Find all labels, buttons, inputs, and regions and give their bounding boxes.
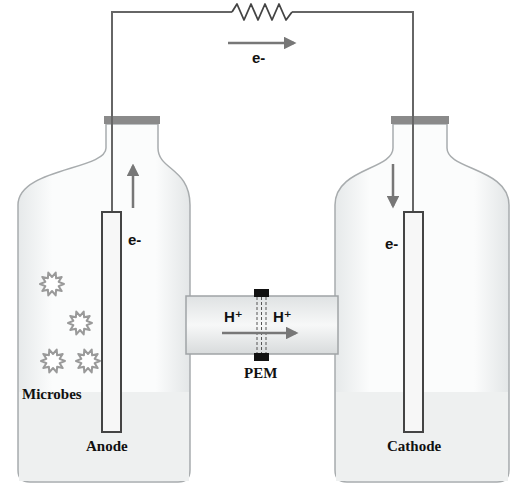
membrane-label: PEM — [244, 365, 277, 382]
proton-arrow — [222, 332, 296, 335]
electron-label: e- — [385, 236, 398, 253]
external-wire — [112, 12, 232, 214]
salt-bridge-tube — [186, 296, 338, 354]
anode-label: Anode — [86, 438, 128, 455]
microbe-icon — [41, 350, 65, 373]
resistor-symbol — [232, 4, 292, 20]
pem-membrane — [257, 297, 258, 353]
anode-electrode — [102, 212, 121, 432]
electron-arrow — [392, 164, 395, 206]
electron-arrow — [228, 42, 294, 45]
anode-bottle — [18, 124, 190, 482]
proton-label: H⁺ — [273, 309, 292, 326]
electron-arrow — [132, 166, 135, 208]
external-wire — [292, 12, 413, 214]
electron-label: e- — [252, 50, 265, 67]
pem-clamp — [254, 353, 269, 361]
pem-clamp — [254, 289, 269, 297]
microbes-label: Microbes — [22, 386, 82, 403]
electron-label: e- — [128, 232, 141, 249]
cathode-electrode — [404, 212, 423, 432]
cathode-cap — [391, 116, 449, 124]
cathode-bottle — [335, 124, 509, 482]
proton-label: H⁺ — [224, 309, 243, 326]
cathode-label: Cathode — [387, 438, 441, 455]
pem-membrane — [261, 297, 262, 353]
pem-membrane — [266, 297, 267, 353]
microbe-icon — [76, 350, 100, 373]
microbe-icon — [68, 312, 92, 335]
microbe-icon — [40, 273, 64, 296]
